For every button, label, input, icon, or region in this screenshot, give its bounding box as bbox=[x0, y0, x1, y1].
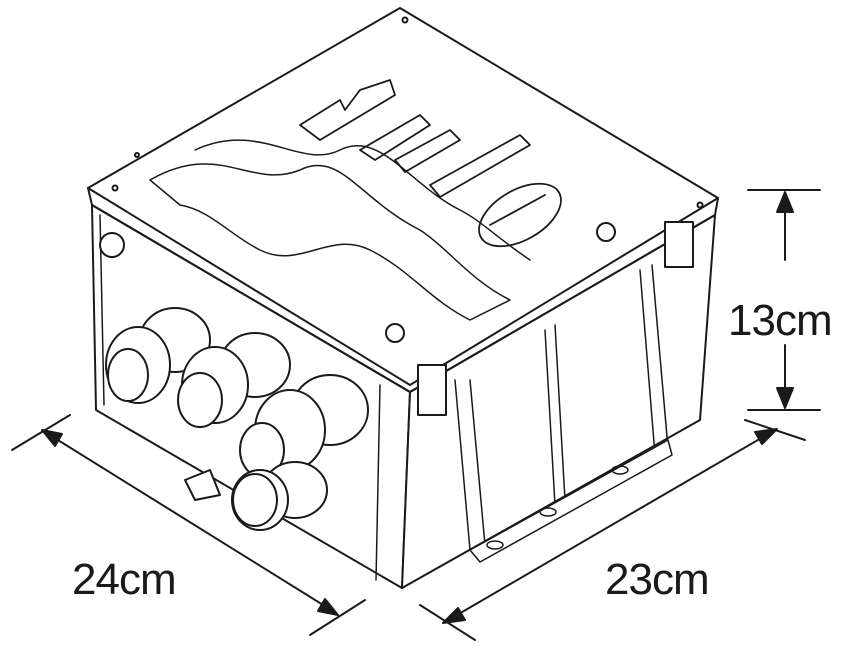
side-ribs bbox=[454, 264, 673, 563]
wave-logo bbox=[149, 163, 511, 321]
rule-logo-letters bbox=[299, 79, 562, 248]
lid-clip bbox=[417, 364, 447, 416]
height-dimension-label: 13cm bbox=[728, 296, 833, 345]
connector-4 bbox=[231, 461, 328, 531]
connectors bbox=[99, 232, 369, 531]
registered-mark-icon bbox=[385, 323, 405, 343]
dimension-lines bbox=[11, 189, 821, 641]
depth-dimension-label: 24cm bbox=[72, 555, 177, 604]
width-dimension-label: 23cm bbox=[605, 555, 710, 604]
registered-mark-icon bbox=[596, 222, 616, 242]
lid-clip bbox=[664, 221, 694, 268]
connector-2 bbox=[177, 332, 291, 428]
lid bbox=[87, 7, 719, 416]
connector-3 bbox=[239, 374, 369, 478]
